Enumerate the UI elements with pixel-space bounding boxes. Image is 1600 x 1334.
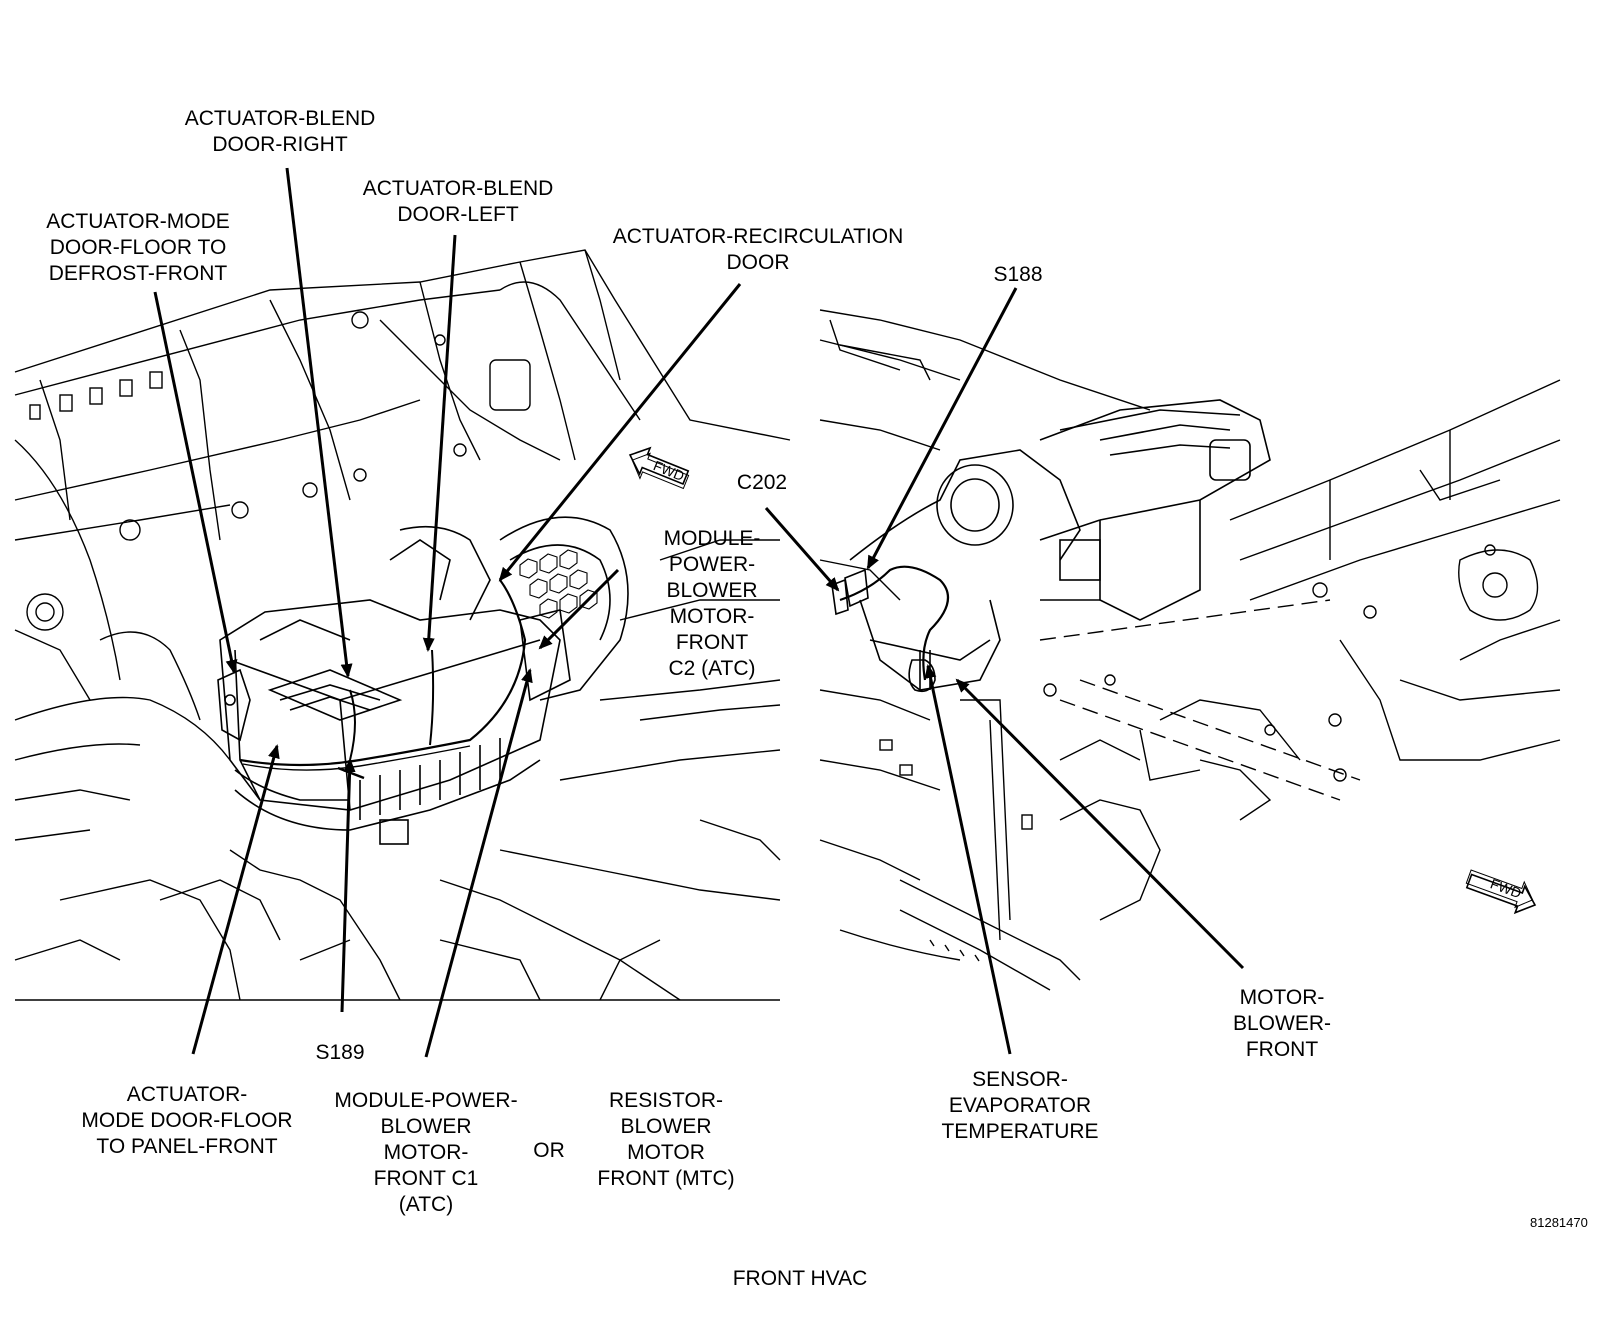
- label-actuator-blend-door-right: ACTUATOR-BLEND DOOR-RIGHT: [184, 107, 376, 156]
- label-s189: S189: [315, 1041, 365, 1064]
- left-hvac-housing: [217, 516, 629, 845]
- label-resistor-blower-motor: RESISTOR- BLOWER MOTOR FRONT (MTC): [597, 1089, 735, 1190]
- label-actuator-mode-floor-defrost: ACTUATOR-MODE DOOR-FLOOR TO DEFROST-FRON…: [46, 210, 230, 285]
- label-sensor-evaporator-temperature: SENSOR- EVAPORATOR TEMPERATURE: [941, 1068, 1099, 1143]
- figure-number: 81281470: [1530, 1215, 1588, 1230]
- right-hvac-housing: [831, 399, 1271, 693]
- label-motor-blower-front: MOTOR- BLOWER- FRONT: [1232, 986, 1332, 1061]
- leader-sensor-evaporator: [924, 664, 1012, 1055]
- leader-mode-floor-defrost: [153, 291, 238, 674]
- label-actuator-mode-floor-panel: ACTUATOR- MODE DOOR-FLOOR TO PANEL-FRONT: [81, 1083, 293, 1158]
- fwd-text-left: FWD: [651, 457, 687, 484]
- label-actuator-blend-door-left: ACTUATOR-BLEND DOOR-LEFT: [362, 177, 554, 226]
- leader-recirculation-door: [498, 283, 742, 582]
- leader-motor-blower: [955, 678, 1245, 970]
- label-or: OR: [533, 1139, 565, 1162]
- label-s188: S188: [993, 263, 1043, 286]
- leader-blend-door-left: [422, 234, 457, 652]
- leader-lines: [153, 167, 1245, 1058]
- right-view-body: [819, 309, 1561, 991]
- left-view-body: [14, 249, 791, 1001]
- fwd-arrow-left: FWD: [628, 446, 690, 490]
- leader-module-c2: [538, 568, 620, 650]
- leader-mode-floor-panel: [191, 744, 280, 1055]
- leader-c202: [764, 507, 840, 592]
- figure-caption: FRONT HVAC: [732, 1267, 868, 1290]
- leader-blend-door-right: [285, 167, 353, 678]
- fwd-arrow-right: [1465, 869, 1537, 915]
- label-c202: C202: [736, 471, 788, 494]
- label-module-power-blower-c2: MODULE- POWER- BLOWER MOTOR- FRONT C2 (A…: [663, 527, 761, 680]
- leader-s188: [866, 287, 1018, 570]
- leader-s189: [340, 758, 356, 1013]
- label-module-power-blower-c1: MODULE-POWER- BLOWER MOTOR- FRONT C1 (AT…: [334, 1089, 518, 1216]
- leader-module-c1: [424, 668, 533, 1058]
- label-actuator-recirculation-door: ACTUATOR-RECIRCULATION DOOR: [612, 225, 904, 274]
